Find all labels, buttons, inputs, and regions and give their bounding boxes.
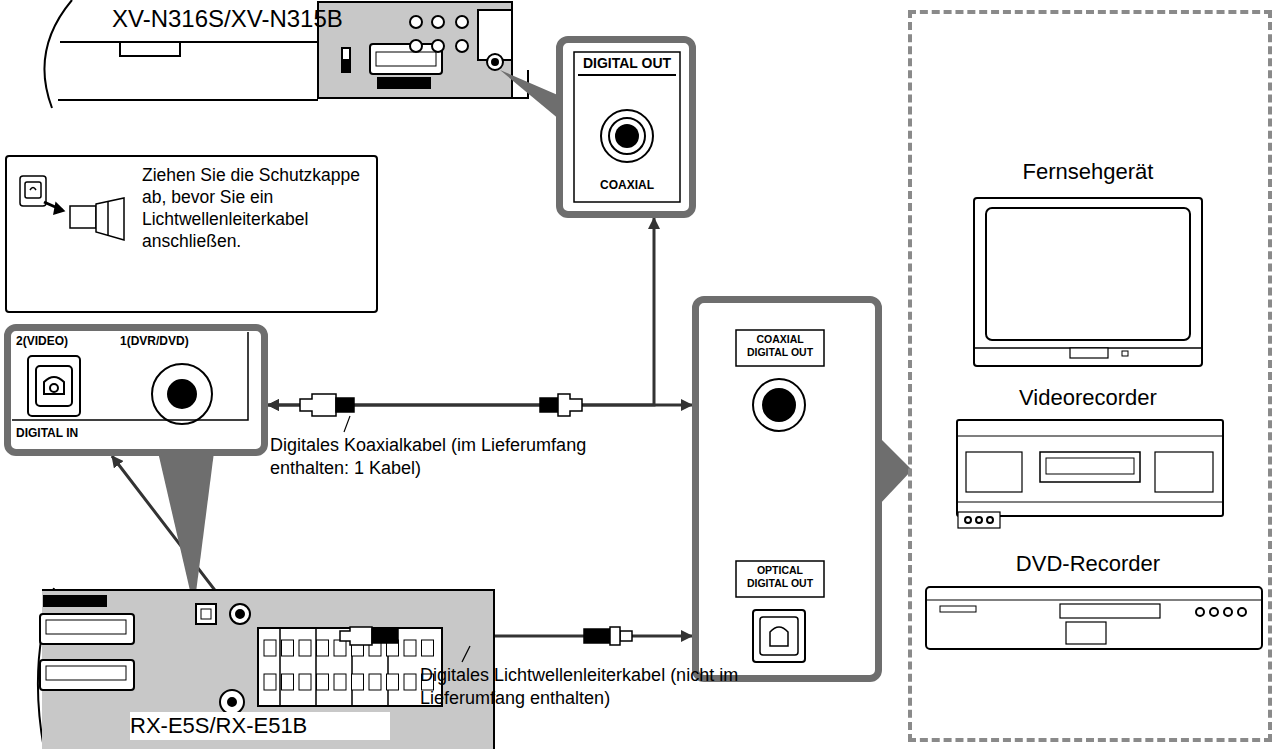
- node-text: DIGITAL OUT: [576, 55, 678, 73]
- cap-icon: [20, 176, 124, 240]
- node-text: Ziehen Sie die Schutzkappe ab, bevor Sie…: [142, 165, 370, 253]
- note-box: Ziehen Sie die Schutzkappe ab, bevor Sie…: [5, 155, 378, 313]
- node-text: 1(DVR/DVD): [120, 334, 230, 349]
- coax-plugs: [300, 394, 582, 416]
- callout-pointer: [878, 436, 912, 506]
- tv-set: [974, 198, 1202, 366]
- model-name: XV-N316S/XV-N315B: [112, 4, 412, 34]
- cable-label: Digitales Koaxialkabel (im Lieferumfang …: [270, 434, 616, 479]
- node-text: DIGITAL IN: [16, 426, 136, 441]
- video-recorder: [957, 420, 1223, 528]
- callout-pointer: [500, 70, 560, 120]
- node-text: 2(VIDEO): [16, 334, 100, 349]
- node-text: OPTICAL DIGITAL OUT: [738, 564, 822, 590]
- output-callout: COAXIAL DIGITAL OUT OPTICAL DIGITAL OUT: [692, 296, 882, 682]
- output-callout: DIGITAL OUT COAXIAL: [556, 36, 696, 218]
- node-text: Fernsehgerät: [912, 158, 1264, 186]
- model-name: RX-E5S/RX-E51B: [130, 712, 390, 740]
- digital-in-jacks: [12, 332, 248, 424]
- input-callout: 2(VIDEO) 1(DVR/DVD) DIGITAL IN: [4, 324, 268, 456]
- node-text: Videorecorder: [912, 384, 1264, 412]
- node-text: DVD-Recorder: [912, 550, 1264, 578]
- leader-line: [344, 416, 350, 432]
- dvd-recorder: [926, 587, 1262, 649]
- node-text: COAXIAL: [576, 178, 678, 193]
- node-text: COAXIAL DIGITAL OUT: [738, 333, 822, 359]
- leader-line: [462, 646, 470, 662]
- optical-plugs: [340, 627, 632, 645]
- output-jacks: [736, 330, 824, 662]
- device-region: FernsehgerätVideorecorderDVD-Recorder: [908, 10, 1272, 742]
- dvd-player: [44, 0, 528, 108]
- cable-label: Digitales Lichtwellenleiterkabel (nicht …: [420, 664, 780, 709]
- callout-pointer: [158, 452, 214, 608]
